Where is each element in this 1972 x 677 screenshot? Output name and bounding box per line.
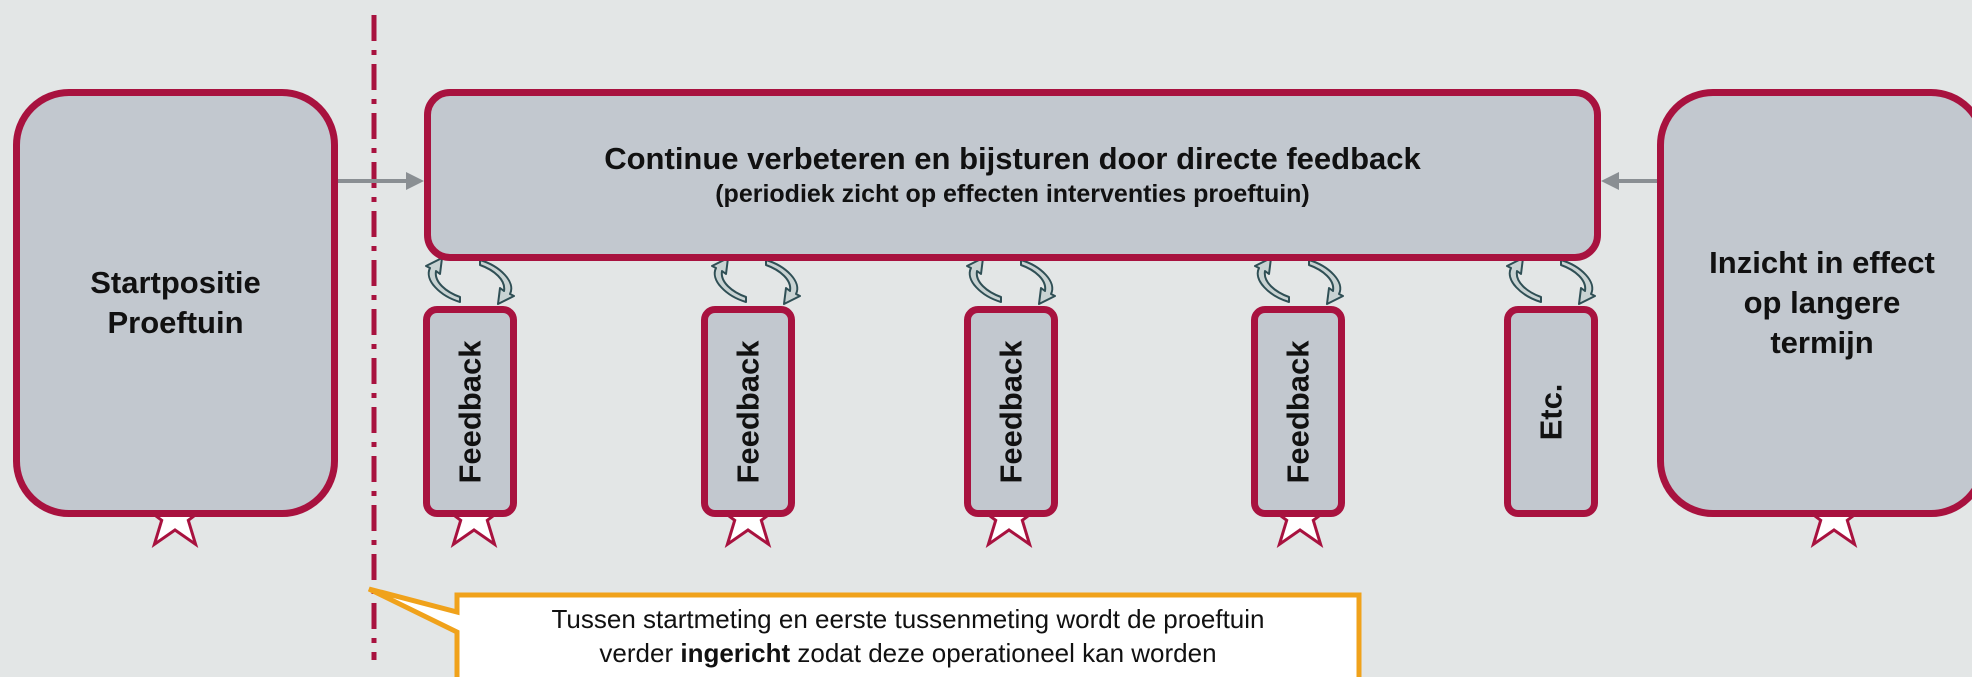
feedback-box-label: Feedback	[730, 339, 766, 484]
callout-text: Tussen startmeting en eerste tussenmetin…	[457, 594, 1359, 677]
feedback-box-3: Feedback	[964, 306, 1058, 517]
feedback-box-label: Feedback	[452, 339, 488, 484]
feedback-box-label: Feedback	[993, 339, 1029, 484]
callout-bubble	[367, 586, 1362, 677]
callout-line-2-start: verder	[599, 637, 681, 668]
cycle-arrows-icon	[425, 257, 515, 305]
start-position-box: Startpositie Proeftuin	[13, 89, 338, 517]
cycle-arrows-icon	[711, 257, 801, 305]
cycle-arrows-icon	[1254, 257, 1344, 305]
etc-box-label: Etc.	[1532, 383, 1568, 440]
callout-line-1: Tussen startmeting en eerste tussenmetin…	[551, 603, 1265, 634]
feedback-box-2: Feedback	[701, 306, 795, 517]
long-term-insight-box: Inzicht in effect op langere termijn	[1657, 89, 1972, 517]
cycle-icons	[425, 257, 1596, 305]
long-term-insight-label: Inzicht in effect op langere termijn	[1709, 245, 1935, 360]
continuous-improvement-box: Continue verbeteren en bijsturen door di…	[424, 89, 1601, 261]
callout-line-2-bold: ingericht	[680, 637, 791, 668]
arrow-start-to-main	[337, 172, 424, 190]
etc-box: Etc.	[1504, 306, 1598, 517]
main-box-title: Continue verbeteren en bijsturen door di…	[604, 141, 1421, 176]
main-box-subtitle: (periodiek zicht op effecten interventie…	[715, 180, 1310, 208]
cycle-arrows-icon	[966, 257, 1056, 305]
cycle-arrows-icon	[1506, 257, 1596, 305]
feedback-box-label: Feedback	[1280, 339, 1316, 484]
feedback-box-4: Feedback	[1251, 306, 1345, 517]
arrow-end-to-main	[1601, 172, 1657, 190]
feedback-box-1: Feedback	[423, 306, 517, 517]
start-position-label: Startpositie Proeftuin	[90, 265, 261, 340]
callout-line-2-end: zodat deze operationeel kan worden	[790, 637, 1217, 668]
callout-line-2: verder ingericht zodat deze operationeel…	[599, 636, 1216, 670]
